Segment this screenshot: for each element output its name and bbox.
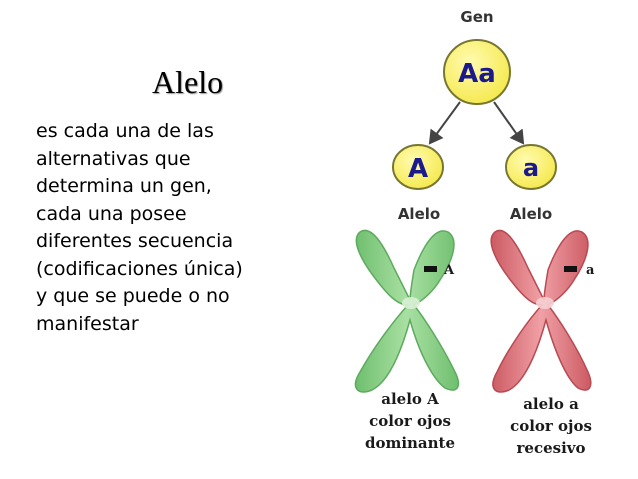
caption-recessive-line1: alelo a — [523, 395, 579, 413]
arrow-to-allele-a-recessive — [493, 101, 525, 145]
gene-genotype-label: Aa — [458, 59, 496, 89]
definition-line: alternativas que — [36, 147, 191, 170]
allele-letter-recessive: a — [523, 154, 539, 182]
definition-line: manifestar — [36, 312, 139, 335]
allele-marker-dominant: A — [443, 263, 455, 278]
caption-dominant-line2: color ojos — [369, 412, 451, 430]
caption-recessive-line2: color ojos — [510, 417, 592, 435]
chromosome-recessive: a — [490, 229, 595, 393]
allele-label-recessive: Alelo — [510, 205, 552, 223]
caption-dominant-line3: dominante — [365, 434, 455, 452]
allele-locus-dominant — [424, 266, 437, 272]
gene-label: Gen — [460, 8, 493, 26]
caption-recessive-line3: recesivo — [517, 439, 586, 457]
gene-circle: Aa — [443, 39, 511, 105]
definition-line: (codificaciones única) — [36, 257, 243, 280]
definition-text: es cada una de las alternativas que dete… — [36, 118, 336, 338]
definition-line: diferentes secuencia — [36, 230, 234, 252]
allele-letter-dominant: A — [408, 154, 428, 184]
allele-circle-recessive: a — [505, 144, 557, 190]
caption-dominant-line1: alelo A — [381, 390, 439, 408]
allele-locus-recessive — [564, 266, 577, 272]
definition-line: cada una posee — [36, 202, 187, 225]
allele-label-dominant: Alelo — [398, 205, 440, 223]
definition-line: y que se puede o no — [36, 285, 230, 307]
slide-title: Alelo — [152, 64, 224, 100]
definition-line: es cada una de las — [36, 120, 214, 142]
allele-marker-recessive: a — [586, 263, 595, 278]
chromosome-dominant: A — [354, 229, 460, 393]
allele-circle-dominant: A — [392, 144, 444, 190]
definition-line: determina un gen, — [36, 175, 212, 197]
arrow-to-allele-a-dominant — [428, 101, 461, 145]
